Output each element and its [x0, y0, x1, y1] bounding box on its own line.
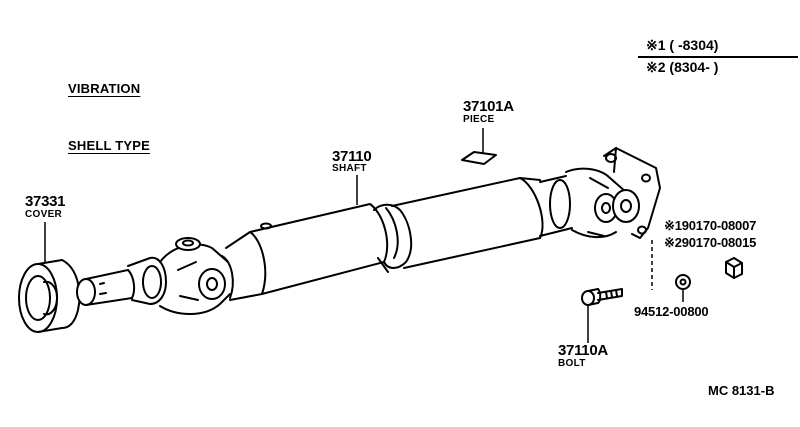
washer-part-number: 94512-00800	[634, 304, 709, 319]
bolt-part-name: BOLT	[558, 358, 586, 369]
washer-drawing	[675, 274, 691, 290]
cover-part-name: COVER	[25, 209, 63, 220]
flange-plate-drawing	[603, 147, 661, 239]
date-note-divider	[638, 56, 798, 58]
vibration-heading: VIBRATION	[68, 81, 141, 96]
shaft-part-name: SHAFT	[332, 163, 367, 174]
date-note-2: ※2 (8304- )	[646, 59, 719, 75]
left-universal-joint-drawing	[159, 237, 234, 315]
cover-part-number: 37331	[25, 193, 66, 210]
cover-drawing	[18, 259, 81, 333]
shell-type-heading: SHELL TYPE	[68, 138, 150, 153]
leader-lines	[44, 128, 684, 343]
shaft-part-number: 37110	[332, 148, 372, 165]
diagram-code: MC 8131-B	[708, 383, 775, 398]
nut-variant-1-part-number: ※190170-08007	[664, 218, 757, 233]
date-note-1: ※1 ( -8304)	[646, 37, 719, 53]
bolt-part-number: 37110A	[558, 342, 608, 359]
bolt-drawing	[581, 288, 623, 306]
piece-part-number: 37101A	[463, 98, 514, 115]
shaft-rear-tube-drawing	[391, 175, 573, 269]
piece-part-name: PIECE	[463, 114, 495, 125]
shaft-break-drawing	[373, 203, 413, 273]
nut-drawing	[725, 257, 743, 279]
piece-drawing	[461, 151, 497, 165]
right-universal-joint-drawing	[565, 167, 640, 238]
slip-yoke-drawing	[76, 256, 167, 306]
shaft-front-tube-drawing	[225, 203, 389, 301]
nut-variant-2-part-number: ※290170-08015	[664, 235, 757, 250]
